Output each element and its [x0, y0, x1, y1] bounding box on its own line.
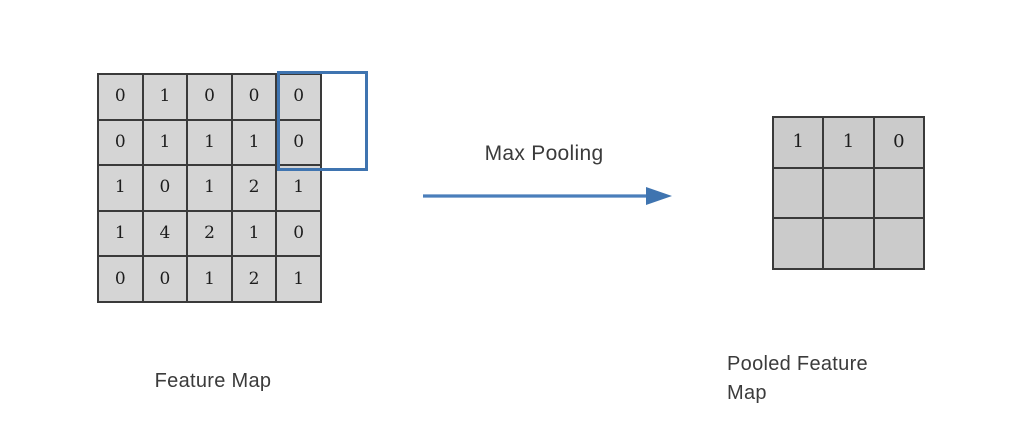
feature-map-cell: 0 [277, 75, 322, 121]
feature-map-cell: 1 [143, 120, 189, 167]
feature-map-caption: Feature Map [154, 370, 272, 392]
feature-map-cell: 1 [277, 166, 322, 212]
pooled-feature-map-caption-line2: Map [727, 382, 767, 404]
feature-map-cell: 1 [143, 75, 189, 121]
feature-map-cell: 1 [188, 120, 233, 167]
feature-map-cell: 0 [232, 75, 278, 121]
feature-map-cell: 1 [99, 211, 144, 258]
pooled-map-cell [824, 168, 875, 220]
feature-map-cell: 2 [232, 166, 278, 212]
feature-map-cell: 0 [143, 166, 189, 212]
feature-map-cell: 0 [99, 120, 144, 167]
max-pooling-label: Max Pooling [484, 142, 604, 165]
pooled-map-cell: 0 [874, 118, 925, 169]
pooled-map-cell [824, 219, 875, 270]
feature-map-cell: 0 [188, 75, 233, 121]
feature-map-grid: 0 1 0 0 0 0 1 1 1 0 1 0 1 2 1 1 4 2 1 0 … [97, 73, 322, 303]
pooled-feature-map-grid: 1 1 0 [772, 116, 925, 270]
feature-map-cell: 1 [188, 257, 233, 303]
feature-map-cell: 0 [277, 120, 322, 167]
feature-map-cell: 1 [277, 257, 322, 303]
pooled-map-cell [774, 168, 825, 220]
feature-map-cell: 0 [277, 211, 322, 258]
feature-map-cell: 2 [188, 211, 233, 258]
feature-map-cell: 0 [143, 257, 189, 303]
pooled-map-cell [774, 219, 825, 270]
pooling-window-out-of-bounds-area [323, 73, 368, 169]
feature-map-cell: 4 [143, 211, 189, 258]
max-pooling-arrow-icon [423, 187, 672, 205]
pooled-map-cell [874, 219, 925, 270]
feature-map-cell: 0 [99, 75, 144, 121]
pooled-map-cell: 1 [824, 118, 875, 169]
pooled-map-cell: 1 [774, 118, 825, 169]
feature-map-cell: 1 [188, 166, 233, 212]
pooled-feature-map-caption-line1: Pooled Feature [727, 353, 868, 375]
pooled-feature-map-caption: Pooled Feature Map [727, 350, 927, 408]
feature-map-cell: 1 [232, 211, 278, 258]
feature-map-cell: 0 [99, 257, 144, 303]
feature-map-cell: 1 [232, 120, 278, 167]
feature-map-cell: 2 [232, 257, 278, 303]
feature-map-cell: 1 [99, 166, 144, 212]
pooled-map-cell [874, 168, 925, 220]
